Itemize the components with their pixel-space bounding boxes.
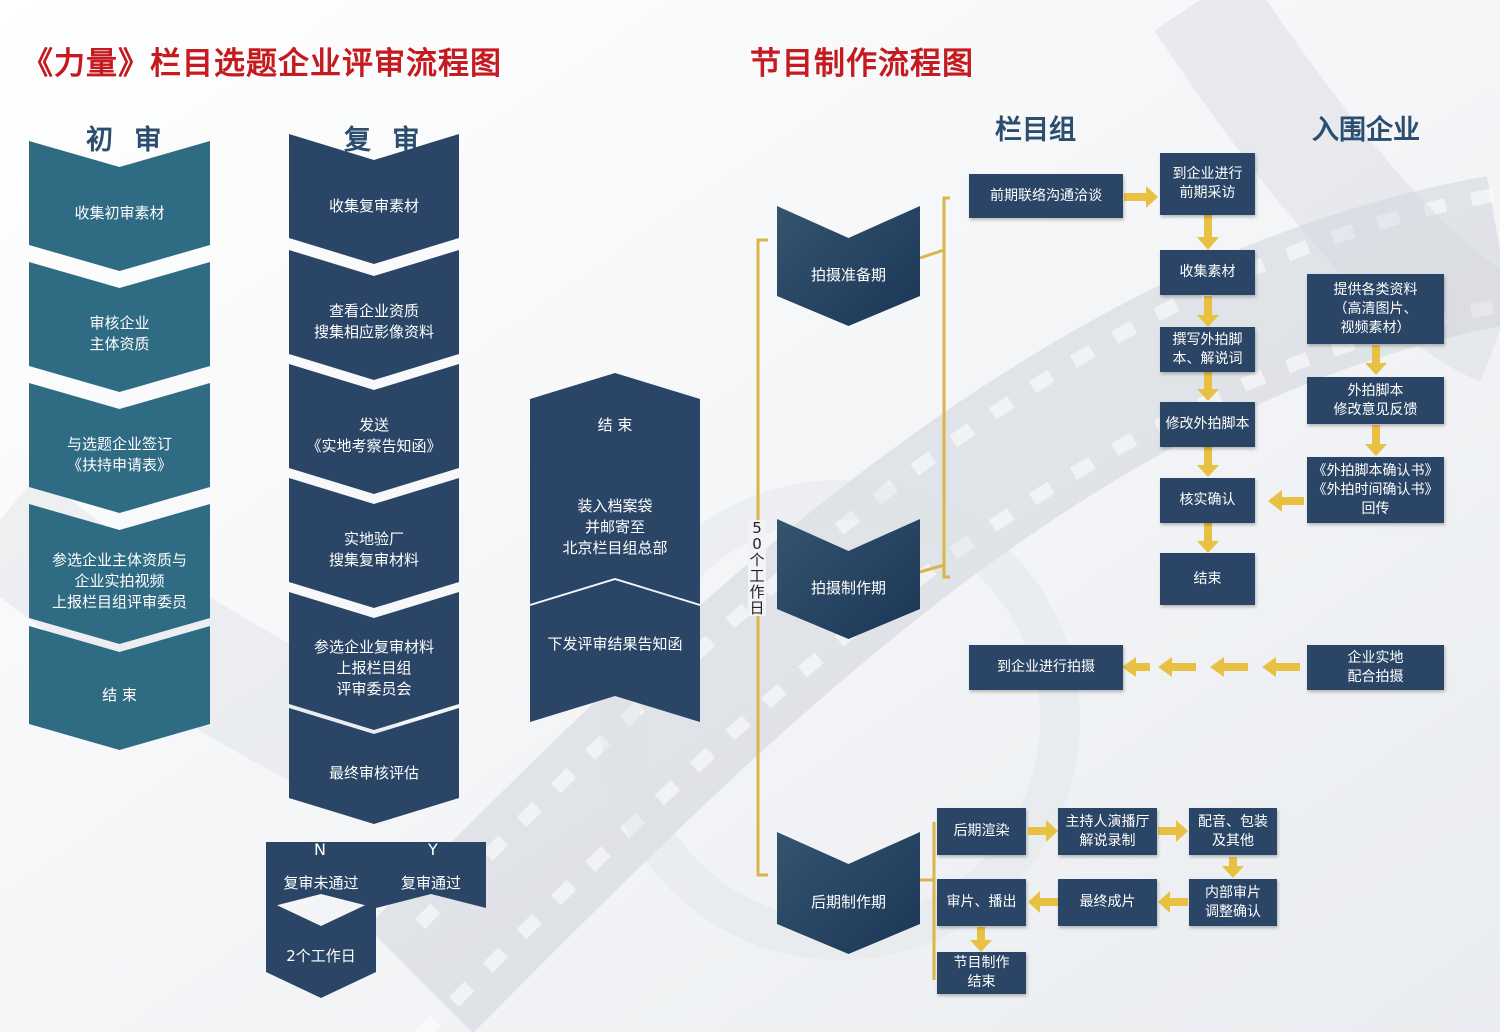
box-script: 撰写外拍脚 本、解说词 <box>1160 327 1255 372</box>
box-confirm: 《外拍脚本确认书》 《外拍时间确认书》 回传 <box>1307 457 1444 523</box>
branch-pass: 复审通过 <box>376 842 486 908</box>
box-end: 结束 <box>1160 553 1255 605</box>
production-flow-title: 节目制作流程图 <box>750 46 974 82</box>
prep-bracket <box>942 196 950 579</box>
box-air: 审片、播出 <box>937 879 1026 926</box>
box-shoot-at: 到企业进行拍摄 <box>969 645 1123 690</box>
box-verify: 核实确认 <box>1160 478 1255 523</box>
box-revise: 修改外拍脚本 <box>1160 402 1255 447</box>
box-final-cut: 最终成片 <box>1058 879 1157 926</box>
team-column-header: 栏目组 <box>995 115 1076 146</box>
box-collect: 收集素材 <box>1160 250 1255 295</box>
box-host: 主持人演播厅 解说录制 <box>1058 808 1157 855</box>
duration-label: 5 0 个 工 作 日 <box>748 519 766 617</box>
box-contact: 前期联络沟通洽谈 <box>969 174 1123 218</box>
company-column-header: 入围企业 <box>1312 115 1420 146</box>
box-done: 节目制作 结束 <box>937 952 1026 994</box>
branch-n-label: N <box>314 840 326 859</box>
initial-review-header: 初 审 <box>86 125 168 156</box>
box-internal: 内部审片 调整确认 <box>1189 879 1277 926</box>
review-flow-title: 《力量》栏目选题企业评审流程图 <box>22 46 502 82</box>
box-dub: 配音、包装 及其他 <box>1189 808 1277 855</box>
branch-y-label: Y <box>428 840 438 859</box>
arrow-group <box>970 186 1387 952</box>
box-provide: 提供各类资料 （高清图片、 视频素材） <box>1307 274 1444 344</box>
box-cooperate: 企业实地 配合拍摄 <box>1307 645 1444 690</box>
box-visit: 到企业进行 前期采访 <box>1160 153 1255 215</box>
second-step-report: 参选企业复审材料 上报栏目组 评审委员会 <box>289 592 459 730</box>
box-render: 后期渲染 <box>937 808 1026 855</box>
box-feedback: 外拍脚本 修改意见反馈 <box>1307 377 1444 424</box>
stage-post: 后期制作期 <box>777 832 920 954</box>
